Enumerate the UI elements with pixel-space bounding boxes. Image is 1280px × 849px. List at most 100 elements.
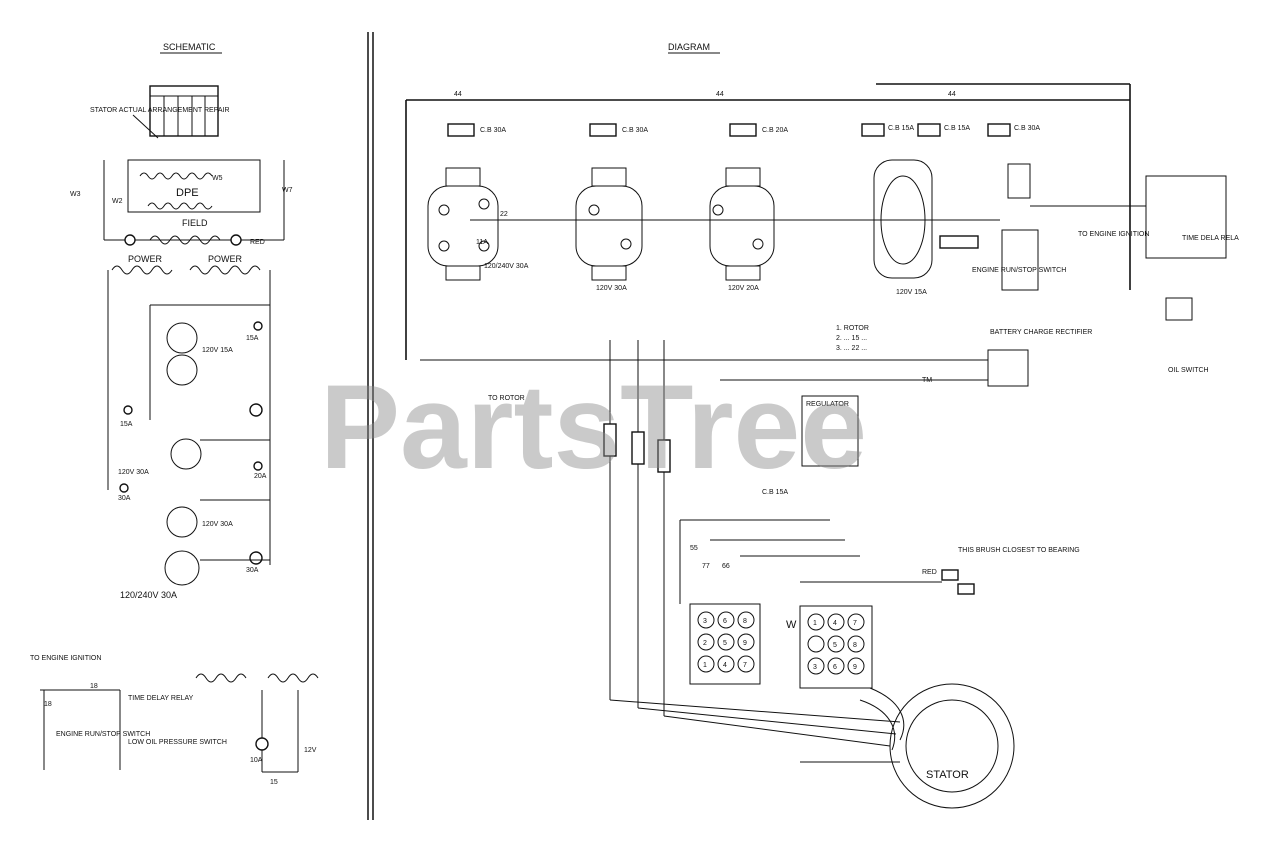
schematic-section: STATOR ACTUAL ARRANGEMENT REPAIR DPE W5 … bbox=[70, 85, 293, 600]
schematic-heading: SCHEMATIC bbox=[163, 42, 216, 52]
circuit-breaker-30a-2 bbox=[589, 123, 617, 137]
rec-120-15-label: 120V 15A bbox=[896, 289, 927, 296]
breaker-30a-b-label: 30A bbox=[246, 567, 259, 574]
terminal-grid-right: 1 4 7 5 8 3 6 9 bbox=[807, 613, 865, 675]
to-engine-ignition-diagram-label: TO ENGINE IGNITION bbox=[1078, 231, 1149, 238]
wire-18-label: 18 bbox=[90, 683, 98, 690]
oil-switch-label: OIL SWITCH bbox=[1168, 367, 1209, 374]
regulator-label: REGULATOR bbox=[806, 401, 849, 408]
wire-44c-label: 44 bbox=[948, 91, 956, 98]
terminal-left-9: 7 bbox=[743, 662, 747, 669]
cb30c-label: C.B 30A bbox=[1014, 125, 1040, 132]
receptacle-120-240v-30a: 120/240V 30A bbox=[427, 167, 529, 281]
dpe-label: DPE bbox=[176, 187, 199, 199]
circuit-breaker-30a-1 bbox=[447, 123, 475, 137]
terminal-right-3: 7 bbox=[853, 620, 857, 627]
rec-120-20-label: 120V 20A bbox=[728, 285, 759, 292]
engine-switch-body bbox=[939, 235, 979, 249]
ignition-section: TO ENGINE IGNITION 18 18 TIME DELAY RELA… bbox=[30, 655, 319, 786]
breaker-10a-label: 10A bbox=[250, 757, 263, 764]
circuit-breaker-15a-1 bbox=[861, 123, 885, 137]
terminal-right-1: 1 bbox=[813, 620, 817, 627]
receptacle-120v-30a: 120V 30A bbox=[575, 167, 643, 292]
w3-label: W3 bbox=[70, 191, 81, 198]
terminal-left-7: 1 bbox=[703, 662, 707, 669]
field-label: FIELD bbox=[182, 218, 208, 228]
wire-22-label: 22 bbox=[500, 211, 508, 218]
oil-switch-body bbox=[1165, 297, 1193, 321]
watermark-tm: TM bbox=[922, 377, 932, 384]
stator-arrangement-label: STATOR ACTUAL ARRANGEMENT REPAIR bbox=[90, 107, 230, 114]
breaker-30a-label: 30A bbox=[118, 495, 131, 502]
note-2: 2. ... 15 ... bbox=[836, 335, 867, 342]
terminal-left-1: 3 bbox=[703, 618, 707, 625]
low-oil-pressure-label: LOW OIL PRESSURE SWITCH bbox=[128, 739, 227, 746]
to-rotor-label: TO ROTOR bbox=[488, 395, 525, 402]
receptacle-120v-15a: 120V 15A bbox=[873, 159, 933, 296]
terminal-left-6: 9 bbox=[743, 640, 747, 647]
w-label: W bbox=[786, 619, 797, 631]
receptacle-120v-20a: 120V 20A bbox=[709, 167, 775, 292]
note-1: 1. ROTOR bbox=[836, 325, 869, 332]
brush-red-label: RED bbox=[922, 569, 937, 576]
wire-11a-label: 11A bbox=[476, 239, 488, 246]
terminal-right-5: 5 bbox=[833, 642, 837, 649]
red-wire-label: RED bbox=[250, 239, 265, 246]
terminal-left-4: 2 bbox=[703, 640, 707, 647]
cb30-label: C.B 30A bbox=[480, 127, 506, 134]
engine-run-stop-label: ENGINE RUN/STOP SWITCH bbox=[56, 731, 150, 738]
schematic-120v-30a-twist-label: 120V 30A bbox=[202, 521, 233, 528]
terminal-left-3: 8 bbox=[743, 618, 747, 625]
cb15c-label: C.B 15A bbox=[762, 489, 788, 496]
wire-55-label: 55 bbox=[690, 545, 698, 552]
12v-label: 12V bbox=[304, 747, 317, 754]
wire-15-label: 15 bbox=[270, 779, 278, 786]
circuit-breaker-15a-2 bbox=[917, 123, 941, 137]
terminal-right-7: 3 bbox=[813, 664, 817, 671]
wire-77-label: 77 bbox=[702, 563, 710, 570]
power-winding-right-label: POWER bbox=[208, 254, 243, 264]
cb20-label: C.B 20A bbox=[762, 127, 788, 134]
terminal-block-right bbox=[799, 605, 873, 689]
power-winding-left-label: POWER bbox=[128, 254, 163, 264]
note-3: 3. ... 22 ... bbox=[836, 345, 867, 352]
breaker-20a-label: 20A bbox=[254, 473, 267, 480]
terminal-right-9: 9 bbox=[853, 664, 857, 671]
rec-120-240-label: 120/240V 30A bbox=[484, 263, 529, 270]
wire-18b-label: 18 bbox=[44, 701, 52, 708]
brush-note-label: THIS BRUSH CLOSEST TO BEARING bbox=[958, 547, 1080, 554]
wire-44b-label: 44 bbox=[716, 91, 724, 98]
cb30b-label: C.B 30A bbox=[622, 127, 648, 134]
to-engine-ignition-label: TO ENGINE IGNITION bbox=[30, 655, 101, 662]
diagram-heading: DIAGRAM bbox=[668, 42, 710, 52]
cb15a-label: C.B 15A bbox=[888, 125, 914, 132]
regulator-box bbox=[801, 395, 859, 467]
time-delay-relay-diagram-label: TIME DELA RELA bbox=[1182, 235, 1239, 242]
time-delay-relay-box bbox=[1145, 175, 1227, 259]
terminal-right-2: 4 bbox=[833, 620, 837, 627]
field-connector-block bbox=[149, 85, 219, 137]
breaker-15a-label: 15A bbox=[246, 335, 259, 342]
stator: STATOR bbox=[859, 683, 1015, 809]
terminal-right-8: 6 bbox=[833, 664, 837, 671]
terminal-left-5: 5 bbox=[723, 640, 727, 647]
breaker-15a-b-label: 15A bbox=[120, 421, 133, 428]
w2-label: W2 bbox=[112, 198, 123, 205]
battery-charge-rectifier-label: BATTERY CHARGE RECTIFIER bbox=[990, 329, 1092, 336]
engine-run-stop-switch-label: ENGINE RUN/STOP SWITCH bbox=[972, 267, 1066, 274]
wire-66-label: 66 bbox=[722, 563, 730, 570]
watermark: PartsTree TM bbox=[320, 360, 932, 494]
schematic-120-240v-label: 120/240V 30A bbox=[120, 590, 177, 600]
terminal-block-left bbox=[689, 603, 761, 685]
cb15b-label: C.B 15A bbox=[944, 125, 970, 132]
w7-label: W7 bbox=[282, 187, 293, 194]
terminal-left-8: 4 bbox=[723, 662, 727, 669]
w5-label: W5 bbox=[212, 175, 223, 182]
schematic-120v-15a-label: 120V 15A bbox=[202, 347, 233, 354]
circuit-breaker-20a bbox=[729, 123, 757, 137]
rec-120-30-label: 120V 30A bbox=[596, 285, 627, 292]
watermark-text: PartsTree bbox=[320, 360, 867, 494]
stator-label: STATOR bbox=[926, 769, 969, 781]
diagram-section: 44 44 44 C.B 30A C.B 30A C.B 20A C.B 15A… bbox=[405, 83, 1239, 809]
